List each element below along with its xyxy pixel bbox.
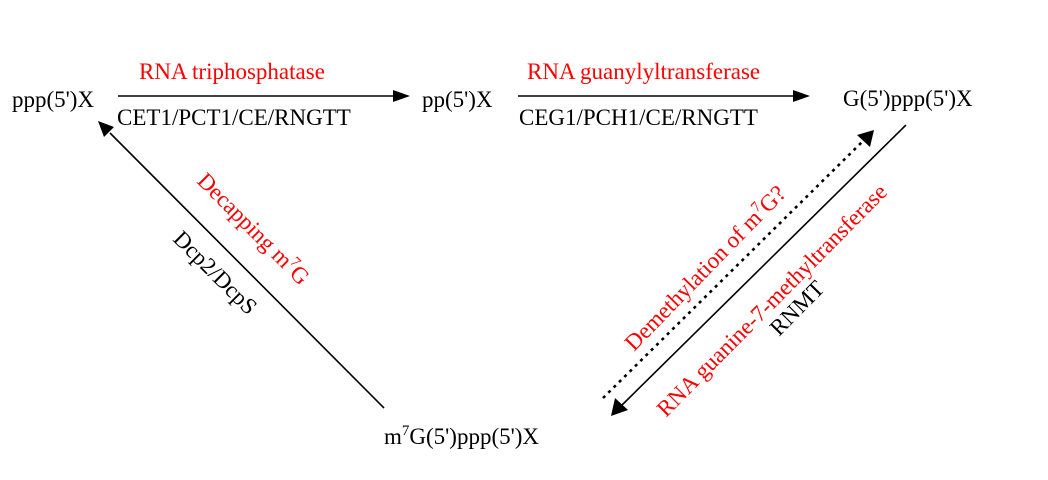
arrow-methyltransferase — [611, 124, 907, 416]
arrow-demethylation — [602, 130, 874, 399]
arrow-triphosphatase-head — [393, 90, 410, 102]
label-rna-guanylyltransferase: RNA guanylyltransferase — [527, 59, 760, 84]
node-ppp-x: ppp(5')X — [12, 87, 94, 112]
arrow-methyltransferase-line — [621, 124, 907, 406]
arrow-demethylation-head — [857, 130, 874, 147]
label-guanylyltransferase-genes: CEG1/PCH1/CE/RNGTT — [519, 105, 758, 130]
m7g-sup: 7 — [402, 423, 410, 439]
arrow-decapping — [98, 121, 385, 409]
label-rna-triphosphatase: RNA triphosphatase — [139, 59, 325, 84]
arrow-decapping-line — [109, 132, 385, 409]
label-demethylation: Demethylation of m7G? — [619, 180, 791, 356]
arrow-decapping-head — [98, 121, 114, 137]
arrow-demethylation-line — [602, 141, 863, 399]
arrow-guanylyltransferase — [518, 90, 810, 102]
node-m7g-ppp-x: m7G(5')ppp(5')X — [384, 423, 539, 449]
m7g-rest: G(5')ppp(5')X — [409, 424, 539, 449]
arrow-triphosphatase — [118, 90, 410, 102]
arrow-methyltransferase-head — [611, 398, 628, 416]
arrow-guanylyltransferase-head — [793, 90, 810, 102]
node-g-ppp-x: G(5')ppp(5')X — [843, 86, 973, 111]
label-triphosphatase-genes: CET1/PCT1/CE/RNGTT — [117, 105, 351, 130]
m7g-base: m — [384, 424, 402, 449]
node-pp-x: pp(5')X — [422, 87, 493, 112]
